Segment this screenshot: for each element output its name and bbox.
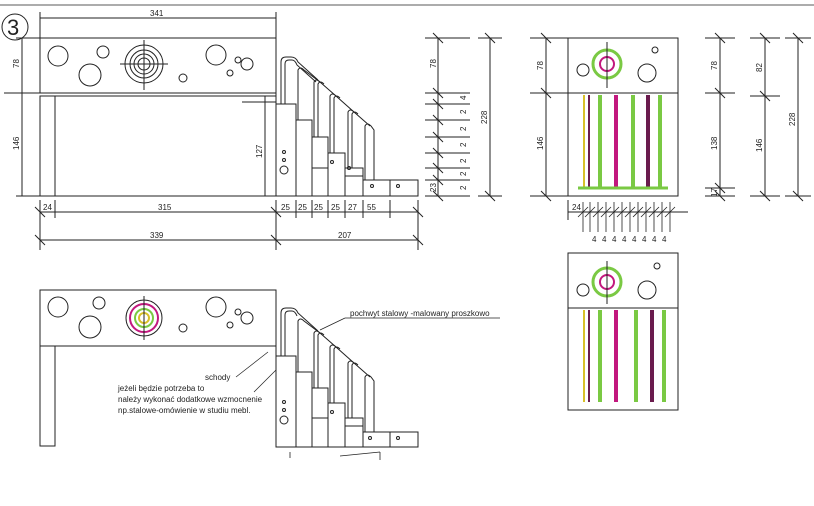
slat-dim-7: 4 (662, 235, 667, 244)
bottom-slats (583, 310, 666, 402)
dim-step-6: 2 (459, 185, 468, 190)
top-target (591, 42, 623, 88)
elevation-target (125, 296, 163, 340)
dim-step-5: 2 (459, 171, 468, 176)
dim-side-small: 23 (429, 183, 438, 192)
dim-bottom-5: 25 (331, 203, 340, 212)
dim-stair-height: 127 (255, 144, 264, 158)
left-leg (39, 95, 56, 197)
note-line-3: np.stalowe-omówienie w studiu mebl. (118, 406, 251, 415)
dim-bottom-0: 24 (43, 203, 52, 212)
sheet-number-circle (1, 13, 29, 41)
dim-step-4: 2 (459, 158, 468, 163)
dim-overall-0: 339 (150, 231, 164, 240)
right-col1-1: 138 (710, 136, 719, 150)
dim-top-width: 341 (150, 9, 164, 18)
dim-step-2: 2 (459, 126, 468, 131)
slat-dim-4: 4 (632, 235, 637, 244)
sheet-number: 3 (7, 15, 19, 40)
slat-dim-3: 4 (622, 235, 627, 244)
top-panel (39, 37, 277, 94)
handrail-annotation: pochwyt stalowy -malowany proszkowo (350, 309, 490, 318)
front-view-body (567, 307, 679, 411)
dim-step-3: 2 (459, 142, 468, 147)
side-dim-panel: 78 (536, 61, 545, 70)
bottom-left-leg (39, 345, 56, 447)
note-line-2: należy wykonać dodatkowe wzmocnenie (118, 395, 263, 404)
stairs-bottom (275, 307, 419, 460)
slat-dim-2: 4 (612, 235, 617, 244)
dim-step-1: 2 (459, 109, 468, 114)
dim-bottom-1: 315 (158, 203, 172, 212)
side-view-body (567, 92, 679, 197)
slat-dim-0: 4 (592, 235, 597, 244)
right-col1-0: 78 (710, 61, 719, 70)
right-col2-1: 146 (755, 138, 764, 152)
dim-bottom-3: 25 (298, 203, 307, 212)
note-line-1: jeżeli będzie potrzeba to (117, 384, 205, 393)
dim-leg-height: 146 (12, 136, 21, 150)
side-dim-bottom-small: 24 (572, 203, 581, 212)
dim-stair-total: 228 (480, 110, 489, 124)
dim-bottom-6: 27 (348, 203, 357, 212)
dim-bottom-2: 25 (281, 203, 290, 212)
dim-overall-1: 207 (338, 231, 352, 240)
side-view-panel (567, 37, 679, 94)
slat-dim-1: 4 (602, 235, 607, 244)
slat-dim-6: 4 (652, 235, 657, 244)
dim-right-78: 78 (429, 59, 438, 68)
dim-bottom-4: 25 (314, 203, 323, 212)
right-col1-2: 17 (710, 188, 719, 197)
stairs-top (276, 56, 419, 197)
front-view-panel (567, 252, 679, 309)
dim-bottom-7: 55 (367, 203, 376, 212)
right-col2-0: 82 (755, 63, 764, 72)
slat-dim-5: 4 (642, 235, 647, 244)
top-slats (578, 95, 668, 190)
stairs-annotation: schody (205, 373, 230, 382)
side-dim-body: 146 (536, 136, 545, 150)
dim-panel-height: 78 (12, 59, 21, 68)
bottom-target (591, 261, 623, 304)
dim-step-0: 4 (459, 95, 468, 100)
right-col3-0: 228 (788, 112, 797, 126)
